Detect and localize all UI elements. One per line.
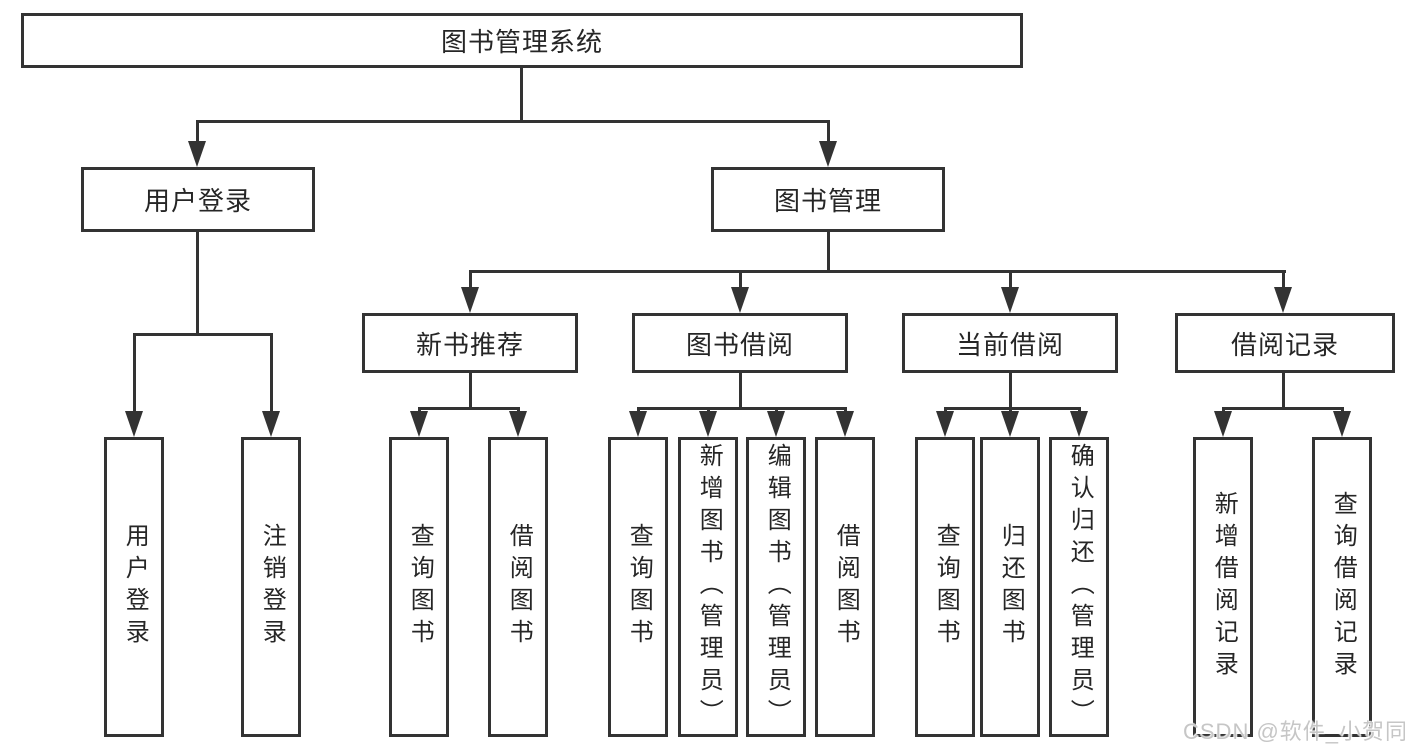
arrowhead-borrow-record [1274,287,1292,313]
node-library-system-label: 图书管理系统 [440,27,603,57]
leaf-query-book-borrow-label: 查询图书 [625,523,653,651]
arrowhead-leaf-s3-0 [1214,411,1232,437]
arrowhead-leaf-s1-3 [836,411,854,437]
node-user-login-label: 用户登录 [143,186,252,216]
arrowhead-leaf-logout [262,411,280,437]
leaf-query-book-current: 查询图书 [915,437,975,737]
leaf-borrow-book-label: 借阅图书 [832,523,860,651]
leaf-borrow-book: 借阅图书 [815,437,875,737]
node-library-system: 图书管理系统 [21,13,1023,68]
arrowhead-new-book [461,287,479,313]
leaf-confirm-return-admin-label: 确认归还（管理员） [1066,443,1094,731]
node-new-book-recommend-label: 新书推荐 [415,329,524,360]
node-book-mgmt: 图书管理 [711,167,945,232]
node-current-borrow-label: 当前借阅 [955,329,1064,360]
connector-root-to-book-mgmt [827,120,830,146]
arrowhead-leaf-s2-0 [936,411,954,437]
connector-borrow-record-crossbar [1222,407,1344,410]
connector-book-mgmt-crossbar [469,270,1286,273]
leaf-add-borrow-record-label: 新增借阅记录 [1210,491,1238,683]
arrowhead-leaf-s3-1 [1333,411,1351,437]
arrowhead-leaf-s1-0 [629,411,647,437]
connector-book-mgmt-stem [827,232,830,272]
leaf-edit-book-admin: 编辑图书（管理员） [746,437,806,737]
connector-user-login-crossbar [133,333,273,336]
leaf-query-book-borrow: 查询图书 [608,437,668,737]
connector-to-new-book [469,270,472,290]
connector-book-borrow-stem [739,373,742,409]
arrowhead-book-mgmt [819,141,837,167]
connector-current-borrow-stem [1009,373,1012,409]
connector-root-stem [520,68,523,122]
arrowhead-user-login [188,141,206,167]
connector-new-book-stem [469,373,472,409]
arrowhead-leaf-s1-2 [767,411,785,437]
leaf-confirm-return-admin: 确认归还（管理员） [1049,437,1109,737]
node-current-borrow: 当前借阅 [902,313,1118,373]
connector-user-login-stem [196,232,199,336]
leaf-query-borrow-record: 查询借阅记录 [1312,437,1372,737]
leaf-borrow-book-recommend: 借阅图书 [488,437,548,737]
connector-root-to-user-login [196,120,199,146]
arrowhead-current-borrow [1001,287,1019,313]
connector-current-borrow-crossbar [944,407,1081,410]
node-borrow-record: 借阅记录 [1175,313,1395,373]
leaf-add-book-admin-label: 新增图书（管理员） [695,443,723,731]
connector-to-borrow-record [1282,270,1285,290]
leaf-borrow-book-recommend-label: 借阅图书 [505,523,533,651]
leaf-edit-book-admin-label: 编辑图书（管理员） [763,443,791,731]
connector-to-leaf-logout [270,333,273,415]
leaf-return-book-label: 归还图书 [997,523,1025,651]
leaf-user-login-label: 用户登录 [121,523,149,651]
connector-borrow-record-stem [1282,373,1285,409]
arrowhead-leaf-s0-0 [410,411,428,437]
node-user-login: 用户登录 [81,167,315,232]
leaf-query-book-recommend-label: 查询图书 [406,523,434,651]
connector-to-current-borrow [1009,270,1012,290]
node-borrow-record-label: 借阅记录 [1230,329,1339,360]
connector-new-book-crossbar [418,407,520,410]
leaf-user-login: 用户登录 [104,437,164,737]
leaf-logout: 注销登录 [241,437,301,737]
connector-root-crossbar [196,120,830,123]
node-book-mgmt-label: 图书管理 [773,186,882,216]
leaf-query-book-recommend: 查询图书 [389,437,449,737]
connector-to-book-borrow [739,270,742,290]
arrowhead-leaf-s2-2 [1070,411,1088,437]
arrowhead-leaf-s1-1 [699,411,717,437]
leaf-query-borrow-record-label: 查询借阅记录 [1329,491,1357,683]
arrowhead-book-borrow [731,287,749,313]
arrowhead-leaf-login [125,411,143,437]
leaf-add-book-admin: 新增图书（管理员） [678,437,738,737]
leaf-query-book-current-label: 查询图书 [932,523,960,651]
leaf-return-book: 归还图书 [980,437,1040,737]
arrowhead-leaf-s2-1 [1001,411,1019,437]
connector-to-leaf-login [133,333,136,415]
node-book-borrow: 图书借阅 [632,313,848,373]
node-book-borrow-label: 图书借阅 [685,329,794,360]
leaf-add-borrow-record: 新增借阅记录 [1193,437,1253,737]
csdn-watermark: CSDN @软件_小贺同学 [1183,719,1405,744]
connector-book-borrow-crossbar [637,407,847,410]
leaf-logout-label: 注销登录 [258,523,286,651]
node-new-book-recommend: 新书推荐 [362,313,578,373]
arrowhead-leaf-s0-1 [509,411,527,437]
